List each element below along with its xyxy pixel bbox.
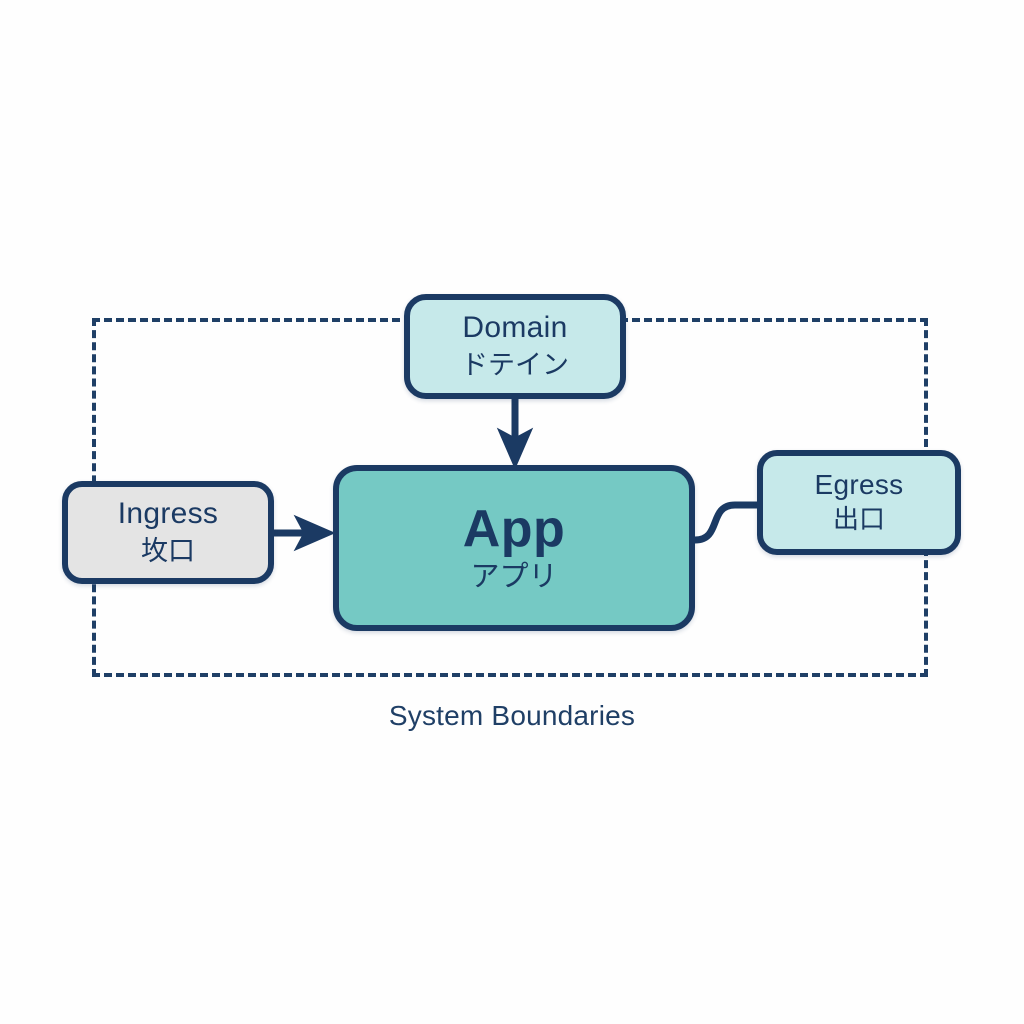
node-app-title-ja: アプリ [470, 560, 558, 593]
node-domain[interactable]: Domain ドテイン [404, 294, 626, 399]
node-egress-title-en: Egress [814, 468, 904, 500]
node-ingress[interactable]: Ingress 坆口 [62, 481, 274, 584]
system-boundary-label: System Boundaries [388, 700, 636, 731]
node-ingress-title-en: Ingress [117, 497, 219, 531]
node-app-title-en: App [462, 500, 566, 559]
node-ingress-title-ja: 坆口 [141, 535, 195, 566]
node-domain-title-ja: ドテイン [461, 349, 569, 380]
node-app[interactable]: App アプリ [333, 465, 695, 631]
node-domain-title-en: Domain [462, 311, 568, 345]
node-egress[interactable]: Egress 出口 [757, 450, 961, 555]
node-egress-title-ja: 出口 [832, 504, 885, 535]
